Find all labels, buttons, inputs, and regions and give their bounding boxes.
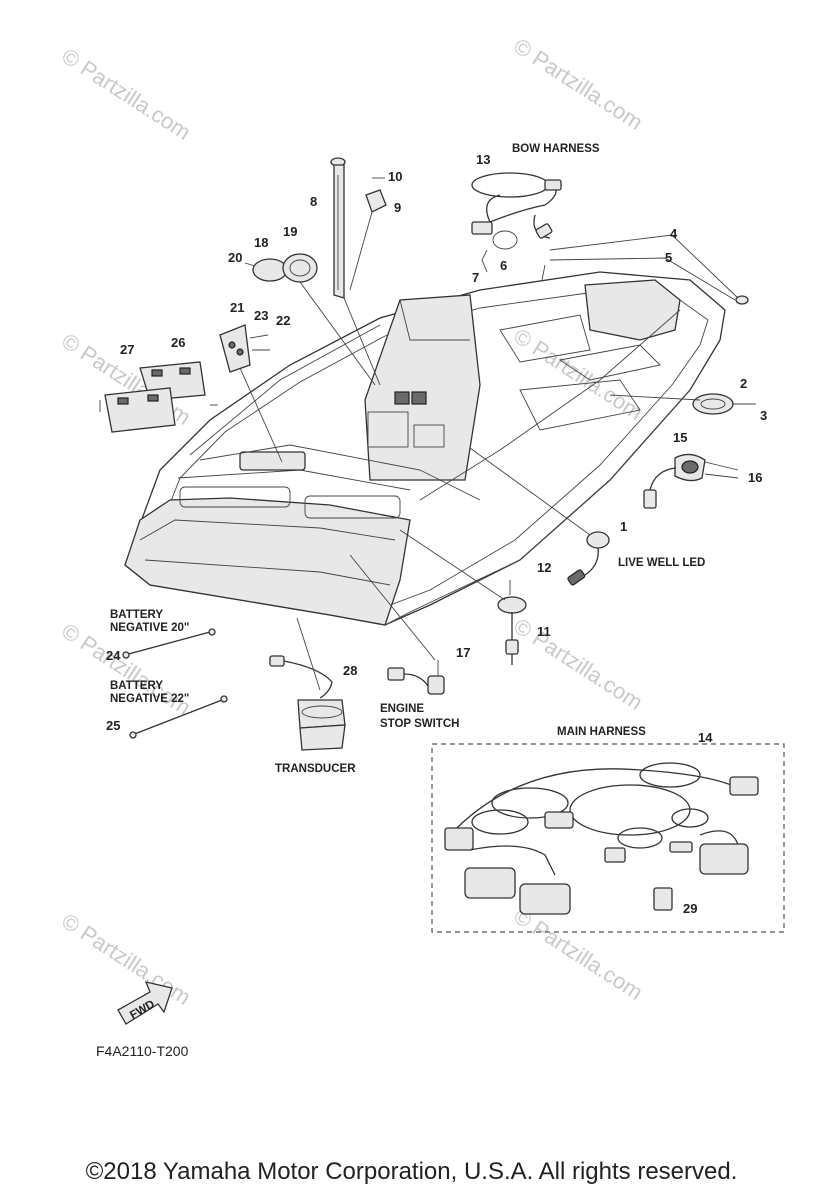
watermark: © Partzilla.com [509, 33, 647, 135]
callout-2: 2 [740, 376, 747, 391]
part-21-22-23[interactable] [219, 324, 283, 463]
callout-14: 14 [698, 730, 713, 745]
part-17-engine-stop-switch[interactable] [349, 554, 445, 695]
part-11-12[interactable] [399, 529, 527, 665]
callout-27: 27 [120, 342, 134, 357]
callout-4: 4 [670, 226, 678, 241]
watermark: © Partzilla.com [57, 908, 195, 1010]
part-18-19-20[interactable] [244, 253, 376, 386]
battery-negative-22-label: NEGATIVE 22" [110, 693, 189, 705]
callout-9: 9 [394, 200, 401, 215]
batteries-26-27[interactable] [99, 361, 218, 433]
part-1-live-well-led[interactable] [469, 447, 610, 586]
callout-17: 17 [456, 645, 470, 660]
callout-numbers: 1 2 3 4 5 6 7 8 9 10 11 12 13 14 15 16 1… [106, 152, 767, 916]
battery-negative-22-label: BATTERY [110, 680, 163, 692]
exploded-parts-diagram: © Partzilla.com © Partzilla.com © Partzi… [57, 33, 785, 1059]
callout-26: 26 [171, 335, 185, 350]
callout-8: 8 [310, 194, 317, 209]
callout-3: 3 [760, 408, 767, 423]
watermark: © Partzilla.com [509, 903, 647, 1005]
callout-5: 5 [665, 250, 672, 265]
part-8-9-10[interactable] [330, 157, 387, 386]
callout-7: 7 [472, 270, 479, 285]
callout-24: 24 [106, 648, 121, 663]
copyright-notice: ©2018 Yamaha Motor Corporation, U.S.A. A… [85, 1158, 738, 1185]
callout-1: 1 [620, 519, 627, 534]
callout-12: 12 [537, 560, 551, 575]
part-28-transducer[interactable] [269, 617, 346, 751]
diagram-code: F4A2110-T200 [96, 1043, 189, 1059]
forward-arrow: FWD [117, 981, 173, 1025]
engine-stop-switch-label: ENGINE [380, 703, 424, 715]
battery-negative-cables[interactable] [122, 628, 228, 739]
battery-negative-20-label: BATTERY [110, 609, 163, 621]
main-harness-14[interactable] [431, 743, 785, 933]
callout-18: 18 [254, 235, 268, 250]
callout-16: 16 [748, 470, 762, 485]
callout-10: 10 [388, 169, 402, 184]
callout-15: 15 [673, 430, 687, 445]
part-4-part-5[interactable] [541, 234, 749, 305]
part-2-part-3[interactable] [609, 393, 756, 415]
callout-19: 19 [283, 224, 297, 239]
callout-21: 21 [230, 300, 244, 315]
callout-6: 6 [500, 258, 507, 273]
part-labels: BOW HARNESS MAIN HARNESS LIVE WELL LED B… [110, 143, 705, 775]
live-well-led-label: LIVE WELL LED [618, 557, 705, 569]
watermark: © Partzilla.com [509, 613, 647, 715]
callout-29: 29 [683, 901, 697, 916]
bow-harness-13[interactable] [471, 172, 562, 273]
main-harness-label: MAIN HARNESS [557, 726, 646, 738]
callout-11: 11 [537, 624, 551, 639]
part-15-part-16[interactable] [643, 453, 739, 509]
transducer-label: TRANSDUCER [275, 763, 356, 775]
engine-stop-switch-label: STOP SWITCH [380, 718, 459, 730]
bow-harness-label: BOW HARNESS [512, 143, 600, 155]
callout-23: 23 [254, 308, 268, 323]
callout-28: 28 [343, 663, 357, 678]
battery-negative-20-label: NEGATIVE 20" [110, 622, 189, 634]
callout-25: 25 [106, 718, 120, 733]
callout-22: 22 [276, 313, 290, 328]
watermark: © Partzilla.com [57, 43, 195, 145]
callout-13: 13 [476, 152, 490, 167]
boat-hull [124, 271, 726, 626]
callout-20: 20 [228, 250, 242, 265]
